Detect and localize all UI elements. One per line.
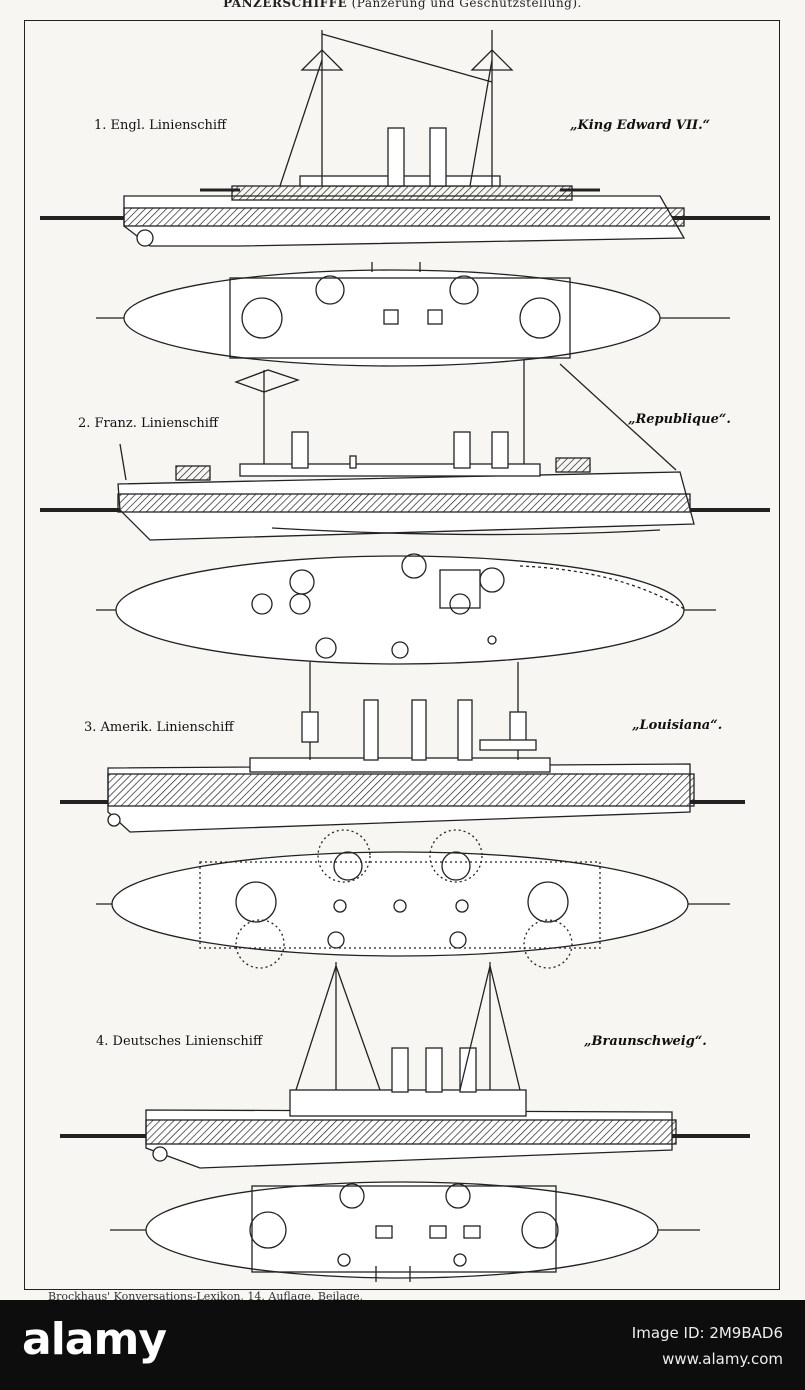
- ship-2-label: 2. Franz. Linienschiff: [78, 416, 219, 431]
- ship-1-name: „King Edward VII.“: [570, 118, 711, 133]
- plate-title: PANZERSCHIFFE (Panzerung und Geschützste…: [0, 0, 805, 10]
- plate: PANZERSCHIFFE (Panzerung und Geschützste…: [0, 0, 805, 1303]
- plate-footer: Brockhaus' Konversations-Lexikon, 14. Au…: [48, 1290, 364, 1303]
- ship-4-side-elevation: [60, 962, 750, 1169]
- ship-3-side-elevation: [60, 662, 745, 833]
- watermark-url: www.alamy.com: [662, 1350, 783, 1368]
- ship-4-plan-view: [110, 1181, 700, 1282]
- ship-2-name: „Republique“.: [628, 412, 731, 427]
- ship-1-plan-view: [96, 262, 730, 367]
- ship-4-name: „Braunschweig“.: [584, 1034, 707, 1049]
- ship-3-plan-view: [96, 829, 730, 969]
- plate-title-main: PANZERSCHIFFE: [223, 0, 348, 10]
- ship-4-label: 4. Deutsches Linienschiff: [96, 1034, 263, 1049]
- alamy-logo: alamy: [22, 1314, 167, 1365]
- image-id: Image ID: 2M9BAD6: [631, 1324, 783, 1342]
- ship-1-label: 1. Engl. Linienschiff: [94, 118, 227, 133]
- watermark-banner: alamy Image ID: 2M9BAD6 www.alamy.com: [0, 1300, 805, 1390]
- plate-frame: [24, 20, 780, 1290]
- ship-2-side-elevation: [40, 360, 770, 541]
- ship-3-label: 3. Amerik. Linienschiff: [84, 720, 234, 735]
- plate-title-sub: (Panzerung und Geschützstellung).: [351, 0, 582, 10]
- ship-1-side-elevation: [40, 30, 770, 247]
- ship-2-plan-view: [96, 553, 716, 665]
- ship-3-name: „Louisiana“.: [632, 718, 723, 733]
- ship-drawings: [40, 30, 770, 1282]
